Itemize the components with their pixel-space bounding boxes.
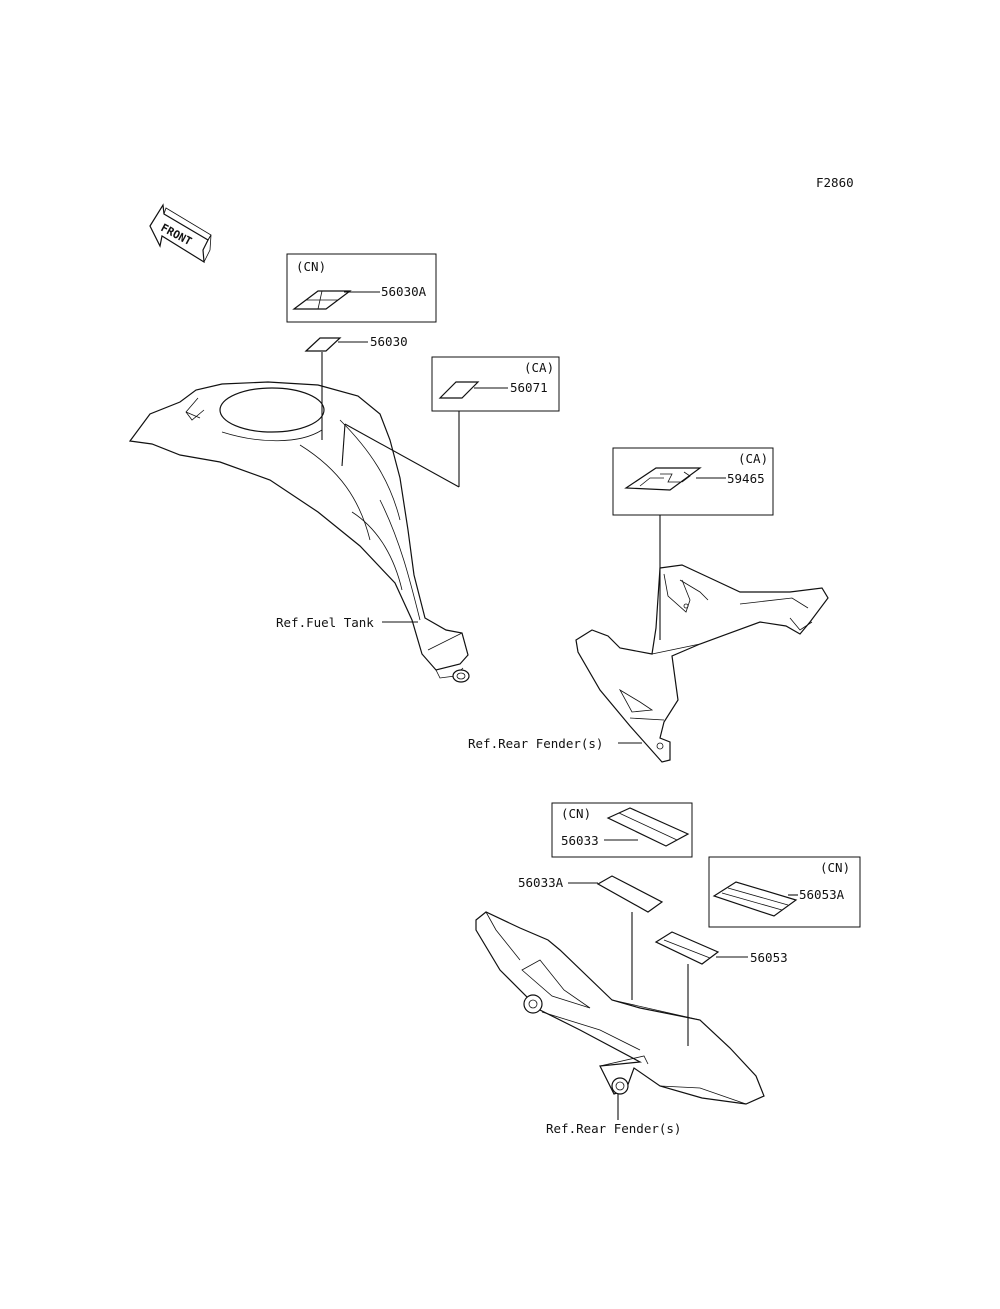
region-label: (CA) xyxy=(524,360,554,375)
part-number: 56053A xyxy=(799,887,845,902)
part-number: 56053 xyxy=(750,950,788,965)
callout-box-56053a: (CN) 56053A xyxy=(708,856,861,928)
decal-56033a xyxy=(596,875,664,913)
decal-59465 xyxy=(624,467,702,491)
fuel-tank xyxy=(128,381,470,683)
ref-rear-fender-2: Ref.Rear Fender(s) xyxy=(546,1121,681,1136)
decal-56030 xyxy=(304,337,342,352)
region-label: (CN) xyxy=(296,259,326,274)
callout-box-59465: (CA) 59465 xyxy=(612,447,774,640)
callout-box-56033: (CN) 56033 xyxy=(551,802,693,858)
decal-56071 xyxy=(438,381,480,399)
part-number: 56071 xyxy=(510,380,548,395)
ref-rear-fender-1: Ref.Rear Fender(s) xyxy=(468,736,603,751)
part-56030: 56030 xyxy=(304,334,408,440)
part-56053: 56053 xyxy=(654,931,788,1046)
callout-box-56030a: (CN) 56030A xyxy=(286,253,437,323)
region-label: (CN) xyxy=(561,806,591,821)
region-label: (CN) xyxy=(820,860,850,875)
part-number: 56033A xyxy=(518,875,564,890)
decal-56053a xyxy=(712,881,798,917)
part-number: 56030 xyxy=(370,334,408,349)
ref-fuel-tank: Ref.Fuel Tank xyxy=(276,615,374,630)
part-number: 56030A xyxy=(381,284,427,299)
part-number: 59465 xyxy=(727,471,765,486)
decal-56053 xyxy=(654,931,720,965)
rear-fender-upper xyxy=(575,564,829,763)
figure-code: F2860 xyxy=(816,175,854,190)
part-number: 56033 xyxy=(561,833,599,848)
front-arrow-icon: FRONT xyxy=(149,203,212,264)
region-label: (CA) xyxy=(738,451,768,466)
rear-fender-lower xyxy=(475,911,765,1105)
part-56033a: 56033A xyxy=(518,875,664,1000)
callout-box-56071: (CA) 56071 xyxy=(341,356,560,488)
